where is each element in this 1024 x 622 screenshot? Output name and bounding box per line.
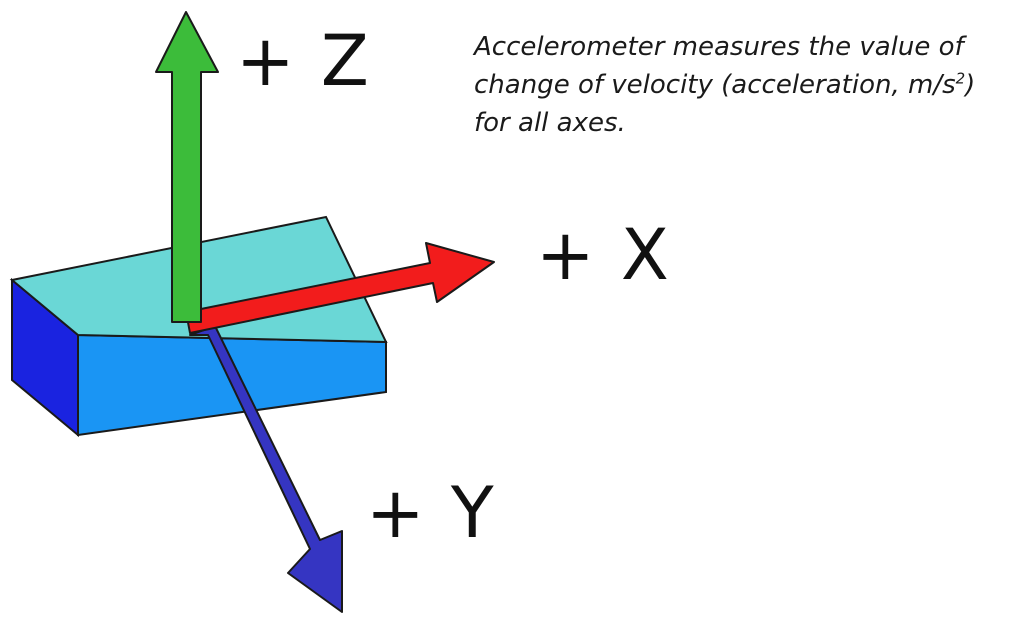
x-axis-label: + X	[536, 214, 671, 296]
caption-superscript: 2	[955, 69, 966, 88]
x-axis-arrow	[185, 242, 495, 334]
caption-line-2-text: change of velocity (acceleration, m/s	[474, 70, 956, 100]
caption-line-3: for all axes.	[474, 108, 626, 138]
caption-line-2-close: )	[965, 70, 976, 100]
z-axis-label: + Z	[236, 20, 371, 102]
y-axis-label: + Y	[366, 472, 496, 554]
caption-line-1: Accelerometer measures the value of	[474, 32, 964, 62]
caption-text: Accelerometer measures the value of chan…	[474, 28, 1014, 142]
y-axis-arrow	[189, 325, 343, 613]
caption-line-2: change of velocity (acceleration, m/s2)	[474, 66, 1014, 104]
z-axis-arrow	[155, 11, 219, 323]
